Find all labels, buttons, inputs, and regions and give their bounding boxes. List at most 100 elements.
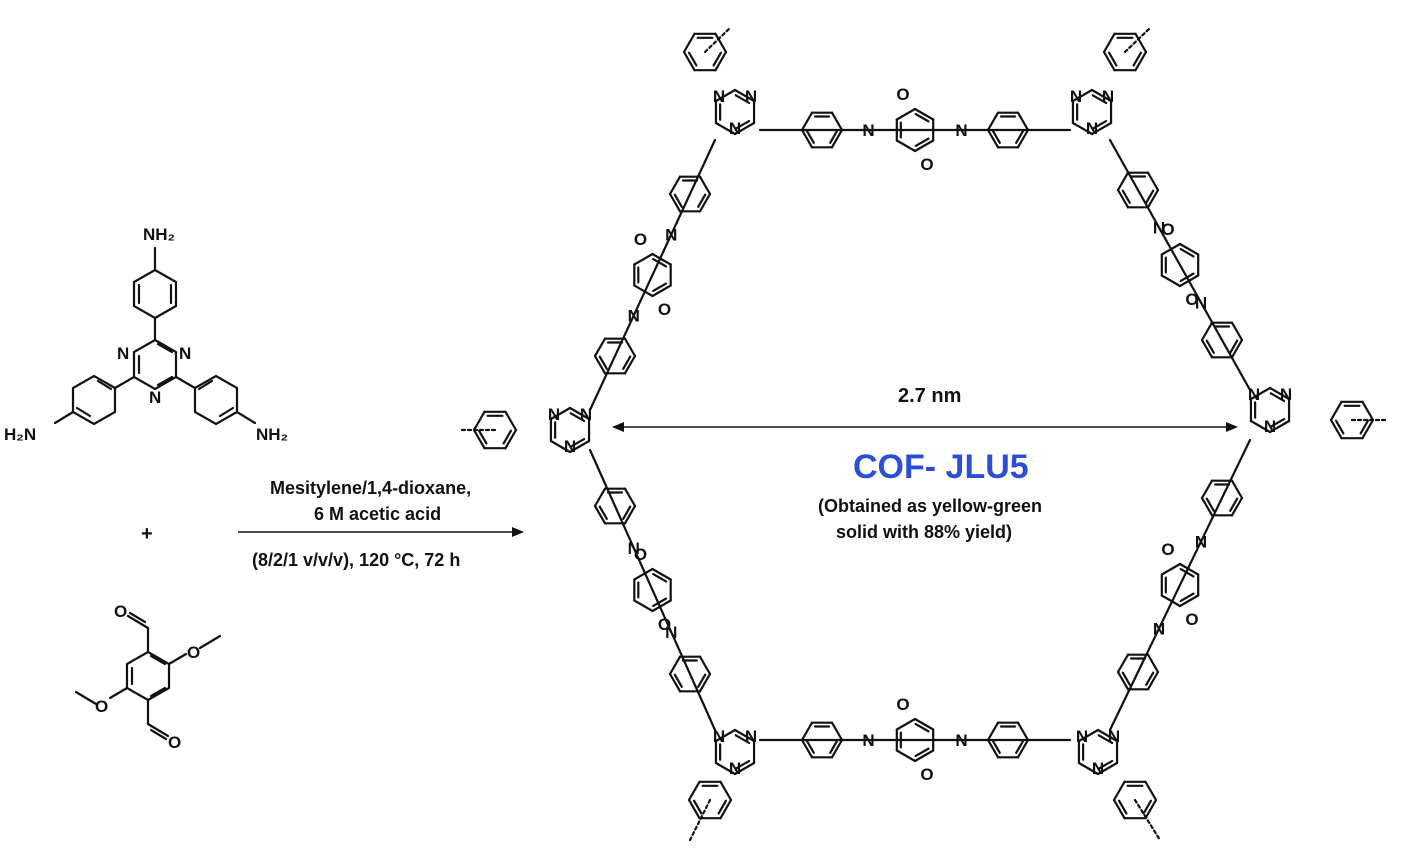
reaction-condition-temperature: (8/2/1 v/v/v), 120 °C, 72 h: [252, 550, 460, 570]
nitrogen-label: N: [729, 119, 741, 138]
bond: [1146, 188, 1160, 209]
bond: [668, 655, 682, 676]
bond: [1200, 338, 1214, 359]
bond: [719, 798, 733, 820]
bond: [1108, 138, 1252, 392]
bond: [1112, 780, 1126, 802]
bond: [1160, 594, 1182, 608]
bond: [830, 128, 844, 149]
bond: [800, 721, 814, 742]
bond: [668, 192, 682, 213]
bond: [714, 761, 737, 776]
bond: [569, 437, 586, 448]
bond: [633, 567, 654, 581]
nitrogen-label: N: [1076, 727, 1088, 746]
bond: [914, 137, 930, 148]
bond: [1205, 339, 1215, 354]
bond: [1230, 496, 1244, 517]
bond: [913, 139, 935, 153]
bond: [717, 799, 728, 815]
bond: [1123, 26, 1152, 54]
yield-note-line2: solid with 88% yield): [836, 522, 1012, 542]
bond: [698, 672, 712, 693]
oxygen-label: O: [168, 733, 181, 752]
bond: [1269, 392, 1286, 403]
bond: [733, 121, 756, 136]
bond: [1144, 780, 1158, 802]
nitrogen-label: N: [564, 437, 576, 456]
oxygen-label: O: [1185, 610, 1198, 629]
bond: [1268, 386, 1291, 401]
bond: [1200, 496, 1214, 517]
bond: [895, 107, 917, 121]
reaction-condition-solvent: Mesitylene/1,4-dioxane,: [270, 478, 471, 498]
bond: [1268, 419, 1291, 434]
bond: [651, 284, 672, 298]
bond: [1117, 799, 1128, 815]
bond: [712, 51, 723, 67]
bond: [1179, 592, 1195, 603]
bond: [623, 487, 637, 508]
plus-sign: +: [141, 523, 153, 545]
bond: [1112, 798, 1126, 820]
bond: [1096, 728, 1119, 743]
bond: [714, 50, 728, 72]
bond: [504, 410, 518, 432]
bond: [1016, 128, 1030, 149]
nitrogen-label: N: [713, 87, 725, 106]
bond: [1249, 419, 1272, 434]
bond: [682, 50, 696, 72]
oxygen-label: O: [634, 545, 647, 564]
bond: [913, 107, 935, 121]
bond: [688, 798, 712, 842]
nitrogen-label: N: [729, 759, 741, 778]
bond: [1160, 562, 1182, 576]
bond: [714, 88, 737, 103]
bond: [1016, 738, 1030, 759]
bond: [472, 410, 486, 432]
bond: [593, 487, 607, 508]
bond: [698, 192, 712, 213]
bond: [633, 252, 654, 266]
nitrogen-label: N: [117, 344, 129, 363]
bond: [1200, 321, 1214, 342]
bond: [1146, 171, 1160, 192]
bond: [673, 673, 683, 688]
bond: [1091, 94, 1108, 105]
bond: [472, 428, 486, 450]
bond: [1230, 321, 1244, 342]
bond: [568, 406, 591, 421]
bond: [1077, 728, 1100, 743]
bond: [687, 798, 701, 820]
bond: [1146, 670, 1160, 691]
bond: [668, 175, 682, 196]
oxygen-label: O: [920, 765, 933, 784]
bond: [623, 504, 637, 525]
oxygen-label: O: [920, 155, 933, 174]
oxygen-label: O: [634, 230, 647, 249]
bond: [895, 139, 917, 153]
oxygen-label: O: [114, 602, 127, 621]
bond: [913, 749, 935, 763]
bond: [1015, 129, 1025, 144]
nitrogen-label: N: [745, 727, 757, 746]
bond: [1134, 32, 1148, 54]
oxygen-label: O: [1185, 290, 1198, 309]
bond: [623, 337, 637, 358]
bond: [1102, 50, 1116, 72]
bond: [714, 121, 737, 136]
bond: [549, 406, 572, 421]
oxygen-label: O: [1161, 540, 1174, 559]
bond: [986, 738, 1000, 759]
bond: [652, 257, 668, 268]
bond: [622, 505, 632, 520]
bond: [1108, 438, 1252, 732]
bond: [1160, 274, 1182, 288]
bond: [805, 129, 815, 144]
bond: [800, 111, 814, 132]
oxygen-label: O: [1161, 220, 1174, 239]
bond: [714, 32, 728, 54]
bond: [895, 717, 917, 731]
bond: [986, 111, 1000, 132]
bond: [651, 567, 672, 581]
